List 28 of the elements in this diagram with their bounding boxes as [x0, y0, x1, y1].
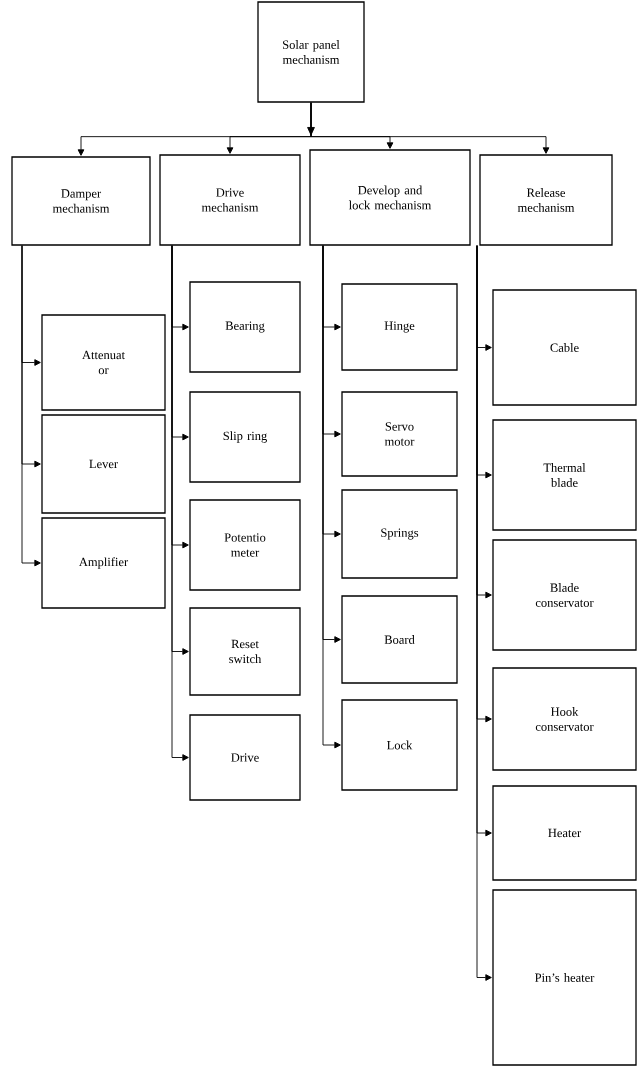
component-box: Hinge	[341, 283, 458, 371]
component-box: Amplifier	[41, 517, 166, 609]
mechanism-box: Solar panel mechanism	[257, 1, 365, 103]
component-box: Cable	[492, 289, 637, 406]
component-box: Bearing	[189, 281, 301, 373]
component-box: Blade conservator	[492, 539, 637, 651]
arrow	[21, 245, 41, 567]
component-box: Reset switch	[189, 607, 301, 696]
arrow	[322, 245, 341, 749]
component-box: Drive	[189, 714, 301, 801]
component-box: Lever	[41, 414, 166, 514]
mechanism-box: Release mechanism	[479, 154, 613, 246]
component-box: Slip ring	[189, 391, 301, 483]
component-box: Heater	[492, 785, 637, 881]
mechanism-box: Drive mechanism	[159, 154, 301, 246]
mechanism-box: Damper mechanism	[11, 156, 151, 246]
arrow	[171, 245, 189, 761]
component-box: Lock	[341, 699, 458, 791]
component-box: Attenuat or	[41, 314, 166, 411]
component-box: Thermal blade	[492, 419, 637, 531]
component-box: Servo motor	[341, 391, 458, 477]
component-box: Potentio meter	[189, 499, 301, 591]
mechanism-box: Develop and lock mechanism	[309, 149, 471, 246]
component-box: Pin’s heater	[492, 889, 637, 1066]
component-box: Board	[341, 595, 458, 684]
arrow	[476, 245, 492, 981]
component-box: Hook conservator	[492, 667, 637, 771]
component-box: Springs	[341, 489, 458, 579]
